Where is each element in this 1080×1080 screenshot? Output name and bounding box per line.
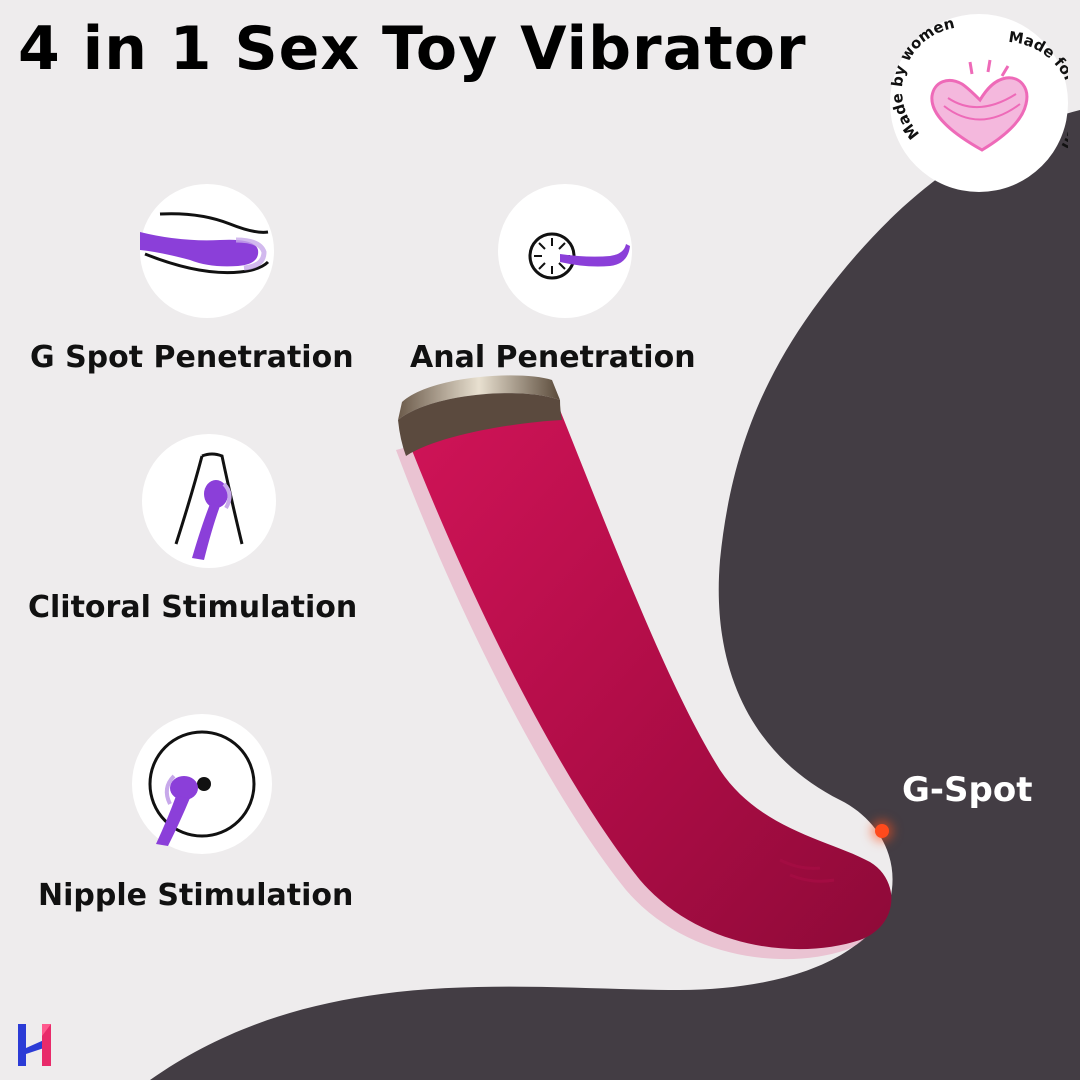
g-spot-icon — [140, 184, 274, 318]
feature-label-g-spot: G Spot Penetration — [30, 340, 354, 375]
feature-label-clitoral: Clitoral Stimulation — [28, 590, 358, 625]
feature-label-nipple: Nipple Stimulation — [38, 878, 354, 913]
g-spot-marker — [875, 824, 889, 838]
brand-logo-icon — [18, 1024, 51, 1066]
feature-label-anal: Anal Penetration — [410, 340, 696, 375]
nipple-icon — [132, 714, 272, 854]
page-title: 4 in 1 Sex Toy Vibrator — [18, 14, 807, 84]
clitoral-icon — [142, 434, 276, 568]
g-spot-label: G-Spot — [902, 770, 1033, 810]
heart-icon — [930, 59, 1029, 152]
anal-icon — [498, 184, 632, 318]
made-by-women-badge: Made by women Made for women — [888, 14, 1080, 192]
